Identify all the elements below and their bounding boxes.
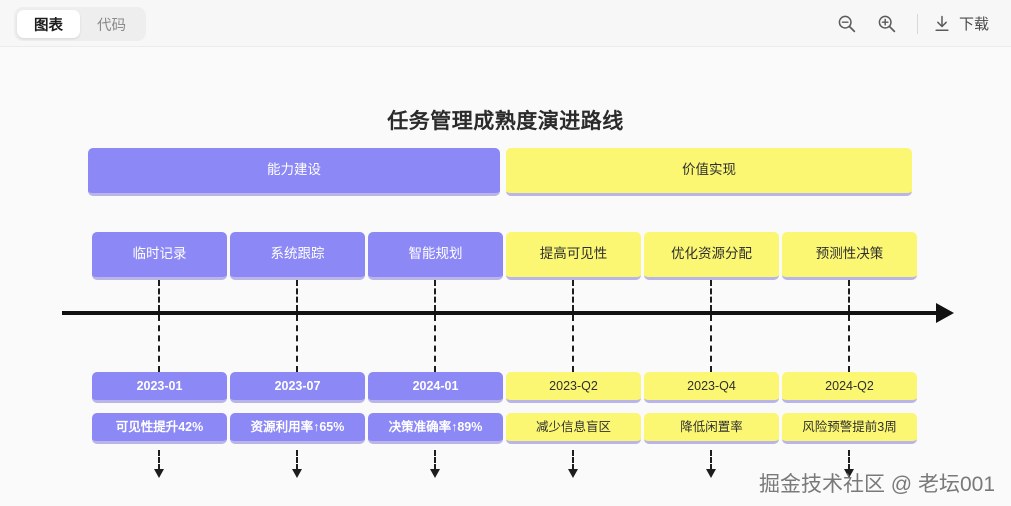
- watermark: 掘金技术社区 @ 老坛001: [758, 473, 995, 496]
- view-mode-tabs: 图表 代码: [14, 7, 146, 41]
- milestone-metric-2-label: 资源利用率↑65%: [250, 419, 345, 434]
- timeline-arrow-icon: [936, 303, 954, 323]
- phase-band-capability-label: 能力建设: [267, 162, 321, 178]
- tail-arrow-icon-1: [154, 469, 164, 478]
- download-label: 下载: [958, 16, 989, 33]
- connector-date-3: [434, 315, 436, 372]
- zoom-in-button[interactable]: [867, 4, 907, 44]
- chart-canvas: 任务管理成熟度演进路线 能力建设 价值实现 临时记录 系统跟踪 智能规划 提高可…: [0, 47, 1011, 506]
- zoom-in-icon: [879, 15, 896, 33]
- milestone-stage-6-label: 预测性决策: [815, 246, 884, 262]
- connector-date-5: [710, 315, 712, 372]
- download-button[interactable]: 下载: [928, 7, 993, 40]
- milestone-date-3-label: 2024-01: [412, 378, 459, 393]
- tail-arrow-icon-2: [292, 469, 302, 478]
- connector-stage-6: [848, 280, 850, 311]
- page-title: 任务管理成熟度演进路线: [387, 110, 624, 133]
- tail-arrow-icon-4: [568, 469, 578, 478]
- phase-band-capability[interactable]: 能力建设: [88, 148, 500, 196]
- milestone-metric-5-label: 降低闲置率: [680, 419, 743, 434]
- milestone-metric-4-label: 减少信息盲区: [535, 419, 611, 434]
- tail-arrow-icon-6: [844, 469, 854, 478]
- milestone-stage-6[interactable]: 预测性决策: [782, 232, 917, 280]
- connector-date-1: [158, 315, 160, 372]
- milestone-metric-3-label: 决策准确率↑89%: [388, 419, 483, 434]
- milestone-stage-3-label: 智能规划: [408, 246, 463, 262]
- download-icon: [935, 15, 949, 31]
- connector-tail-5: [710, 450, 712, 470]
- toolbar-actions: 下载: [827, 0, 993, 47]
- tab-code-label: 代码: [97, 17, 126, 34]
- milestone-stage-2[interactable]: 系统跟踪: [230, 232, 365, 280]
- connector-date-4: [572, 315, 574, 372]
- connector-tail-3: [434, 450, 436, 470]
- milestone-stage-5-label: 优化资源分配: [671, 246, 752, 262]
- connector-stage-4: [572, 280, 574, 311]
- connector-tail-6: [848, 450, 850, 470]
- milestone-date-4-label: 2023-Q2: [549, 378, 598, 393]
- zoom-out-icon: [839, 15, 856, 33]
- milestone-stage-1[interactable]: 临时记录: [92, 232, 227, 280]
- milestone-metric-3[interactable]: 决策准确率↑89%: [368, 413, 503, 444]
- milestone-date-3[interactable]: 2024-01: [368, 372, 503, 403]
- toolbar-divider: [916, 13, 918, 34]
- milestone-metric-6[interactable]: 风险预警提前3周: [782, 413, 917, 444]
- milestone-stage-2-label: 系统跟踪: [270, 246, 325, 262]
- connector-date-6: [848, 315, 850, 372]
- milestone-metric-2[interactable]: 资源利用率↑65%: [230, 413, 365, 444]
- milestone-date-1[interactable]: 2023-01: [92, 372, 227, 403]
- connector-stage-1: [158, 280, 160, 311]
- milestone-date-5-label: 2023-Q4: [687, 378, 736, 393]
- tail-arrow-icon-5: [706, 469, 716, 478]
- tab-chart-label: 图表: [34, 17, 63, 34]
- milestone-stage-4-label: 提高可见性: [539, 246, 608, 262]
- milestone-stage-3[interactable]: 智能规划: [368, 232, 503, 280]
- connector-stage-3: [434, 280, 436, 311]
- milestone-date-4[interactable]: 2023-Q2: [506, 372, 641, 403]
- milestone-date-5[interactable]: 2023-Q4: [644, 372, 779, 403]
- milestone-metric-4[interactable]: 减少信息盲区: [506, 413, 641, 444]
- tab-code[interactable]: 代码: [80, 10, 143, 38]
- milestone-stage-1-label: 临时记录: [132, 246, 187, 262]
- connector-stage-5: [710, 280, 712, 311]
- milestone-date-2-label: 2023-07: [274, 378, 321, 393]
- connector-tail-1: [158, 450, 160, 470]
- connector-tail-2: [296, 450, 298, 470]
- connector-stage-2: [296, 280, 298, 311]
- timeline-axis: [62, 311, 940, 315]
- milestone-date-6[interactable]: 2024-Q2: [782, 372, 917, 403]
- milestone-date-2[interactable]: 2023-07: [230, 372, 365, 403]
- tab-chart[interactable]: 图表: [17, 10, 80, 38]
- zoom-out-button[interactable]: [827, 4, 867, 44]
- milestone-metric-6-label: 风险预警提前3周: [802, 419, 897, 434]
- toolbar: 图表 代码: [0, 0, 1011, 47]
- milestone-metric-1-label: 可见性提升42%: [115, 419, 204, 434]
- connector-date-2: [296, 315, 298, 372]
- phase-band-value-label: 价值实现: [682, 162, 736, 178]
- milestone-metric-5[interactable]: 降低闲置率: [644, 413, 779, 444]
- milestone-stage-5[interactable]: 优化资源分配: [644, 232, 779, 280]
- connector-tail-4: [572, 450, 574, 470]
- milestone-date-1-label: 2023-01: [136, 378, 183, 393]
- milestone-date-6-label: 2024-Q2: [825, 378, 874, 393]
- milestone-stage-4[interactable]: 提高可见性: [506, 232, 641, 280]
- tail-arrow-icon-3: [430, 469, 440, 478]
- milestone-metric-1[interactable]: 可见性提升42%: [92, 413, 227, 444]
- phase-band-value[interactable]: 价值实现: [506, 148, 912, 196]
